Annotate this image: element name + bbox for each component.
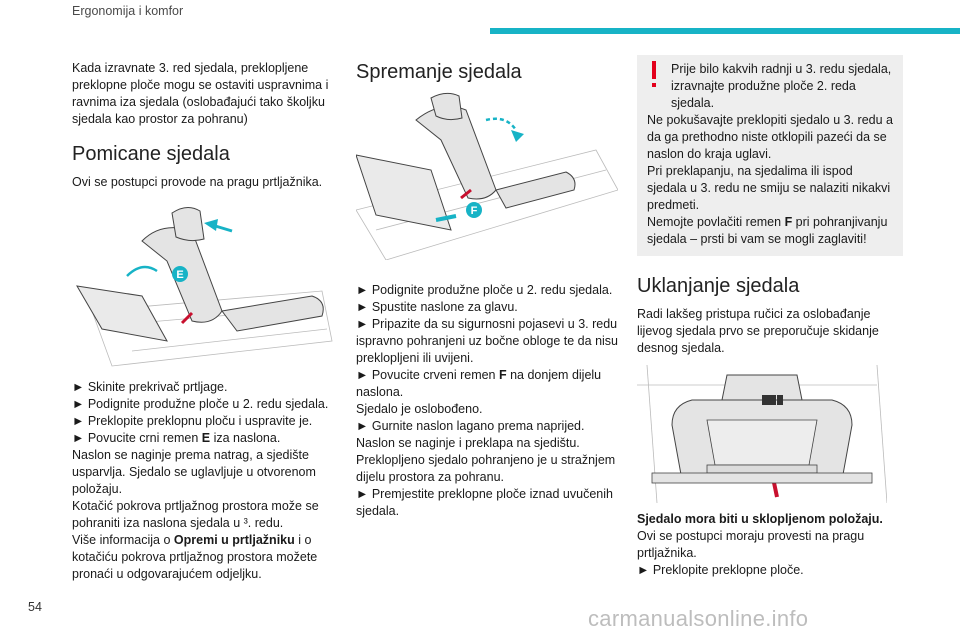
step-pull-strap: ► Povucite crni remen E iza naslona. — [72, 431, 281, 445]
callout-e-circle — [172, 266, 188, 282]
section-heading-moving-seats: Pomicane sjedala — [72, 143, 230, 165]
header-accent-bar — [490, 28, 960, 34]
step-raise-panels-2: ► Podignite produžne ploče u 2. redu sje… — [356, 283, 613, 297]
page-number: 54 — [28, 600, 42, 614]
backrest-folds-paragraph: Naslon se naginje i preklapa na sjedištu… — [356, 436, 580, 450]
cover-roller-paragraph: Kotačić pokrova prtljažnog prostora može… — [72, 499, 319, 530]
seat-unfold-drawing: E — [76, 207, 333, 367]
step-push-backrest: ► Gurnite naslon lagano prema naprijed. — [356, 419, 585, 433]
watermark: carmanualsonline.info — [588, 606, 809, 631]
callout-f-label: F — [471, 205, 478, 217]
section-heading-removing-seats: Uklanjanje sjedala — [637, 275, 800, 297]
step-check-belts: ► Pripazite da su sigurnosni pojasevi u … — [356, 317, 618, 365]
seat-removal-drawing — [637, 364, 888, 504]
warning-line-4: Nemojte povlačiti remen F pri pohranjiva… — [647, 215, 888, 246]
header-title: Ergonomija i komfor — [72, 4, 184, 18]
step-pull-red-strap: ► Povucite crveni remen F na donjem dije… — [356, 368, 602, 399]
illustration-seat-stow: F — [355, 90, 619, 261]
illustration-seat-unfold: E — [72, 201, 334, 371]
warning-line-2: Ne pokušavajte preklopiti sjedalo u 3. r… — [647, 113, 893, 161]
seat-stow-drawing: F — [355, 92, 619, 261]
seat-stored-paragraph: Preklopljeno sjedalo pohranjeno je u str… — [356, 453, 616, 484]
column-middle: Spremanje sjedala F ► Podignite produžne… — [355, 60, 619, 520]
backrest-tilts-paragraph: Naslon se naginje prema natrag, a sjediš… — [72, 448, 316, 496]
step-raise-panels: ► Podignite produžne ploče u 2. redu sje… — [72, 397, 329, 411]
callout-f-circle — [466, 202, 482, 218]
removing-threshold-paragraph: Ovi se postupci moraju provesti na pragu… — [637, 529, 865, 560]
column-left: Kada izravnate 3. red sjedala, prekloplj… — [72, 60, 334, 583]
warning-exclamation-icon — [652, 61, 656, 87]
column-right: Prije bilo kakvih radnji u 3. redu sjeda… — [637, 55, 905, 579]
step-fold-panels: ► Preklopite preklopne ploče. — [637, 563, 804, 577]
step-remove-cover: ► Skinite prekrivač prtljage. — [72, 380, 228, 394]
seat-released-paragraph: Sjedalo je oslobođeno. — [356, 402, 483, 416]
moving-seats-intro: Ovi se postupci provode na pragu prtljaž… — [72, 175, 323, 189]
step-fold-panel: ► Preklopite preklopnu ploču i uspravite… — [72, 414, 313, 428]
callout-e-label: E — [176, 269, 183, 281]
more-info-paragraph: Više informacija o Opremi u prtljažniku … — [72, 533, 318, 581]
section-heading-stowing-seats: Spremanje sjedala — [356, 61, 522, 83]
warning-line-3: Pri preklapanju, na sjedalima ili ispod … — [647, 164, 891, 212]
illustration-seat-removal — [637, 364, 888, 504]
intro-paragraph: Kada izravnate 3. red sjedala, prekloplj… — [72, 61, 329, 126]
warning-box: Prije bilo kakvih radnji u 3. redu sjeda… — [637, 55, 903, 256]
removing-seats-intro: Radi lakšeg pristupa ručici za oslobađan… — [637, 307, 879, 355]
step-lower-headrests: ► Spustite naslone za glavu. — [356, 300, 518, 314]
step-move-panels: ► Premjestite preklopne ploče iznad uvuč… — [356, 487, 613, 518]
seat-folded-note: Sjedalo mora biti u sklopljenom položaju… — [637, 512, 883, 526]
warning-line-1: Prije bilo kakvih radnji u 3. redu sjeda… — [671, 62, 892, 110]
